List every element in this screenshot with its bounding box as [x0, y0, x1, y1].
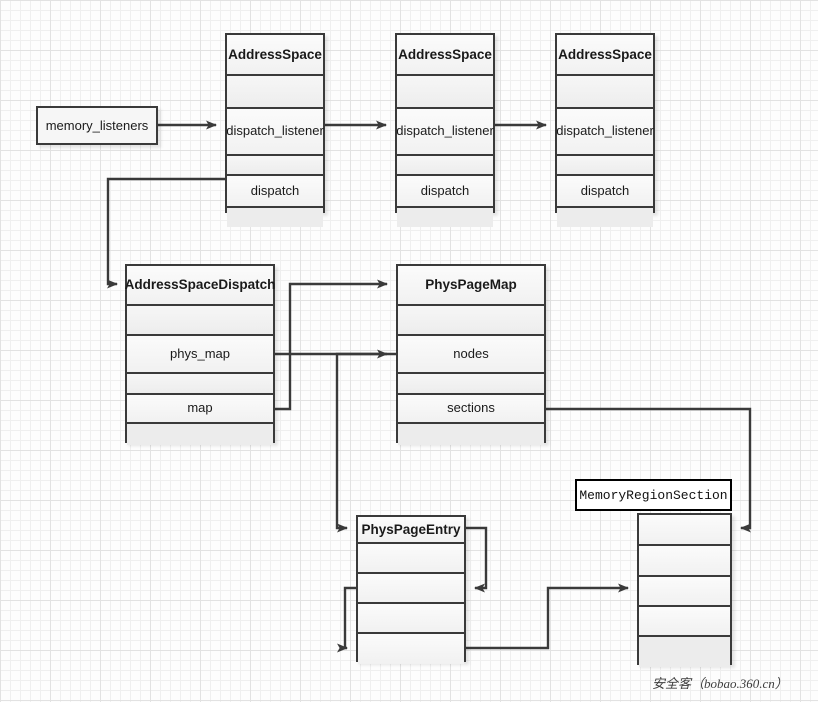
phys-page-entry-row-2[interactable]: [358, 574, 464, 604]
edge-map-to-phys-page-map-nodes: [275, 349, 388, 411]
phys-page-entry-title: PhysPageEntry: [358, 517, 464, 544]
address-space-3-row-1: [557, 76, 653, 109]
node-memory-listeners-label: memory_listeners: [45, 118, 149, 133]
address-space-dispatch-row-1: [127, 306, 273, 336]
node-memory-region-section-caption[interactable]: MemoryRegionSection: [575, 479, 732, 511]
address-space-dispatch-map[interactable]: map: [127, 395, 273, 424]
address-space-3-title: AddressSpace: [557, 35, 653, 76]
address-space-1-dispatch[interactable]: dispatch: [227, 176, 323, 208]
address-space-3-row-3: [557, 156, 653, 176]
address-space-2-dispatch[interactable]: dispatch: [397, 176, 493, 208]
address-space-dispatch-row-3: [127, 374, 273, 395]
node-address-space-dispatch[interactable]: AddressSpaceDispatch phys_map map: [125, 264, 275, 445]
node-phys-page-entry[interactable]: PhysPageEntry: [356, 515, 466, 664]
address-space-2-title: AddressSpace: [397, 35, 493, 76]
phys-page-map-title: PhysPageMap: [398, 266, 544, 306]
phys-page-map-row-5: [398, 424, 544, 445]
node-address-space-1[interactable]: AddressSpace dispatch_listener dispatch: [225, 33, 325, 227]
phys-page-entry-row-4[interactable]: [358, 634, 464, 664]
node-address-space-2[interactable]: AddressSpace dispatch_listener dispatch: [395, 33, 495, 227]
address-space-1-row-1: [227, 76, 323, 109]
edge-phys-page-entry-to-memory-region-section: [466, 583, 629, 650]
memory-region-section-row-2[interactable]: [639, 546, 730, 577]
phys-page-map-nodes[interactable]: nodes: [398, 336, 544, 374]
address-space-1-row-3: [227, 156, 323, 176]
edge-nodes-to-phys-page-entry: [335, 352, 396, 533]
watermark: 安全客（bobao.360.cn）: [652, 676, 788, 691]
phys-page-entry-row-1[interactable]: [358, 544, 464, 574]
phys-page-map-sections[interactable]: sections: [398, 395, 544, 424]
address-space-2-row-1: [397, 76, 493, 109]
address-space-1-title: AddressSpace: [227, 35, 323, 76]
address-space-1-dispatch-listener[interactable]: dispatch_listener: [226, 109, 324, 156]
edge-phys-page-entry-left-loop: [337, 586, 356, 653]
address-space-dispatch-title: AddressSpaceDispatch: [125, 266, 275, 306]
node-memory-listeners[interactable]: memory_listeners: [36, 106, 158, 145]
node-address-space-3[interactable]: AddressSpace dispatch_listener dispatch: [555, 33, 655, 227]
address-space-2-dispatch-listener[interactable]: dispatch_listener: [396, 109, 494, 156]
memory-region-section-row-3[interactable]: [639, 577, 730, 607]
address-space-3-dispatch-listener[interactable]: dispatch_listener: [556, 109, 654, 156]
memory-region-section-row-1[interactable]: [639, 515, 730, 546]
memory-region-section-row-5[interactable]: [639, 637, 730, 667]
memory-region-section-caption-label: MemoryRegionSection: [579, 487, 728, 503]
edge-phys-map-to-phys-page-map: [275, 279, 388, 356]
address-space-dispatch-row-5: [127, 424, 273, 445]
address-space-2-row-5: [397, 208, 493, 227]
phys-page-entry-row-3[interactable]: [358, 604, 464, 634]
edge-phys-page-entry-self-loop: [466, 526, 488, 593]
address-space-3-row-5: [557, 208, 653, 227]
node-memory-region-section-table[interactable]: [637, 513, 732, 667]
address-space-dispatch-phys-map[interactable]: phys_map: [127, 336, 273, 374]
address-space-3-dispatch[interactable]: dispatch: [557, 176, 653, 208]
phys-page-map-row-3: [398, 374, 544, 395]
memory-region-section-row-4[interactable]: [639, 607, 730, 637]
address-space-1-row-5: [227, 208, 323, 227]
phys-page-map-row-1: [398, 306, 544, 336]
node-phys-page-map[interactable]: PhysPageMap nodes sections: [396, 264, 546, 445]
address-space-2-row-3: [397, 156, 493, 176]
